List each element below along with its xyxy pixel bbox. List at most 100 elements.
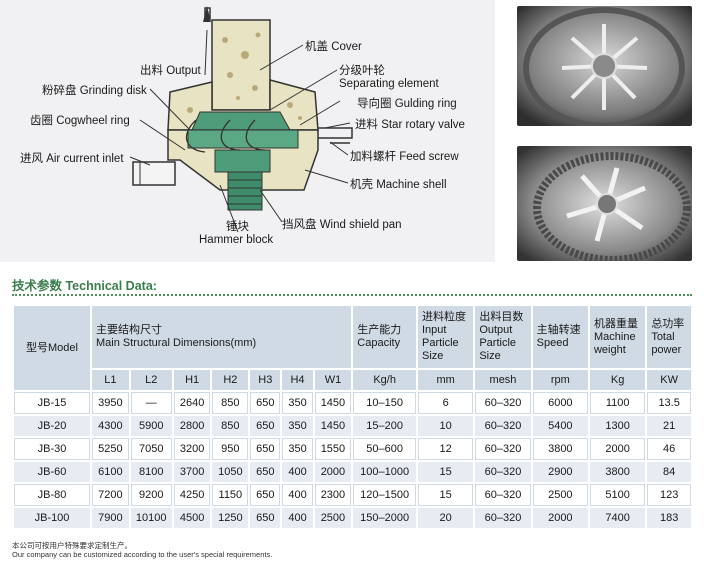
header-output-size: 出料目数 Output Particle Size: [475, 306, 531, 368]
label-separating-en: Separating element: [339, 78, 439, 90]
value-cell: 4500: [173, 508, 211, 528]
unit-cell: H2: [212, 370, 249, 390]
value-cell: 10–150: [353, 392, 416, 414]
header-input-en1: Input: [422, 324, 447, 336]
value-cell: 1150: [212, 484, 249, 506]
header-output-cn: 出料目数: [479, 311, 524, 323]
value-cell: 5900: [130, 416, 172, 436]
value-cell: 650: [250, 416, 281, 436]
unit-cell: Kg: [589, 370, 646, 390]
value-cell: 1100: [589, 392, 646, 414]
value-cell: 2500: [314, 508, 352, 528]
value-cell: 60–320: [475, 438, 531, 460]
model-cell: JB-15: [14, 392, 90, 414]
value-cell: 50–600: [353, 438, 416, 460]
value-cell: 2000: [314, 462, 352, 482]
unit-cell: H4: [282, 370, 313, 390]
value-cell: 123: [647, 484, 691, 506]
value-cell: 400: [282, 508, 313, 528]
value-cell: 6100: [92, 462, 129, 482]
header-power: 总功率 Total power: [647, 306, 691, 368]
unit-cell: W1: [314, 370, 352, 390]
unit-cell: Kg/h: [353, 370, 416, 390]
header-output-en3: Size: [479, 350, 501, 362]
value-cell: 2300: [314, 484, 352, 506]
header-input-cn: 进料粒度: [422, 311, 466, 323]
header-input-en3: Size: [422, 350, 444, 362]
value-cell: 6000: [532, 392, 588, 414]
header-capacity-en: Capacity: [357, 337, 401, 349]
value-cell: 1300: [589, 416, 646, 436]
value-cell: 2000: [532, 508, 588, 528]
unit-cell: L1: [92, 370, 129, 390]
value-cell: 60–320: [475, 416, 531, 436]
value-cell: 5250: [92, 438, 129, 460]
value-cell: 5400: [532, 416, 588, 436]
label-feed-screw: 加料螺杆 Feed screw: [350, 151, 459, 163]
header-output-en1: Output: [479, 324, 513, 336]
header-weight-en1: Machine: [593, 330, 636, 343]
grinding-chamber-photo-bottom: [517, 146, 692, 261]
value-cell: 10100: [130, 508, 172, 528]
value-cell: 950: [212, 438, 249, 460]
value-cell: 1450: [314, 416, 352, 436]
note-cn: 本公司可按用户特殊要求定制生产。: [12, 541, 132, 550]
value-cell: 1550: [314, 438, 352, 460]
value-cell: 150–2000: [353, 508, 416, 528]
value-cell: 20: [418, 508, 474, 528]
label-output: 出料 Output: [140, 65, 201, 77]
label-hammer-block-cn: 锤块: [226, 221, 249, 233]
value-cell: 650: [250, 392, 281, 414]
header-weight: 机器重量 Machine weight: [589, 306, 646, 368]
value-cell: 1450: [314, 392, 352, 414]
value-cell: 1050: [212, 462, 249, 482]
machine-cross-section-diagram: 出料 Output 机盖 Cover 分级叶轮 Separating eleme…: [0, 0, 495, 262]
value-cell: 3800: [589, 462, 646, 482]
value-cell: 60–320: [475, 392, 531, 414]
label-cover: 机盖 Cover: [305, 41, 362, 53]
value-cell: 400: [282, 462, 313, 482]
header-power-cn: 总功率: [651, 317, 685, 330]
value-cell: 850: [212, 416, 249, 436]
header-model: 型号Model: [14, 306, 90, 390]
model-cell: JB-100: [14, 508, 90, 528]
header-input-size: 进料粒度 Input Particle Size: [418, 306, 474, 368]
value-cell: 650: [250, 438, 281, 460]
value-cell: 12: [418, 438, 474, 460]
value-cell: 15–200: [353, 416, 416, 436]
model-cell: JB-20: [14, 416, 90, 436]
value-cell: 650: [250, 462, 281, 482]
label-star-rotary-valve: 进料 Star rotary valve: [355, 119, 465, 131]
note-en: Our company can be customized according …: [12, 550, 273, 559]
value-cell: 15: [418, 484, 474, 506]
value-cell: 84: [647, 462, 691, 482]
value-cell: —: [130, 392, 172, 414]
model-cell: JB-60: [14, 462, 90, 482]
header-dimensions-cn: 主要结构尺寸: [96, 324, 162, 336]
header-power-en2: power: [651, 343, 682, 356]
label-wind-shield-pan: 挡风盘 Wind shield pan: [282, 219, 402, 231]
value-cell: 4250: [173, 484, 211, 506]
value-cell: 60–320: [475, 462, 531, 482]
label-machine-shell: 机壳 Machine shell: [350, 179, 447, 191]
value-cell: 183: [647, 508, 691, 528]
value-cell: 5100: [589, 484, 646, 506]
header-speed-en: Speed: [536, 337, 569, 349]
header-dimensions-en: Main Structural Dimensions(mm): [96, 337, 257, 349]
header-speed: 主轴转速 Speed: [532, 306, 588, 368]
value-cell: 60–320: [475, 484, 531, 506]
label-cogwheel-ring: 齿圈 Cogwheel ring: [30, 115, 130, 127]
value-cell: 7400: [589, 508, 646, 528]
value-cell: 7050: [130, 438, 172, 460]
header-weight-cn: 机器重量: [593, 317, 638, 330]
value-cell: 100–1000: [353, 462, 416, 482]
grinding-chamber-photo-top: [517, 6, 692, 126]
